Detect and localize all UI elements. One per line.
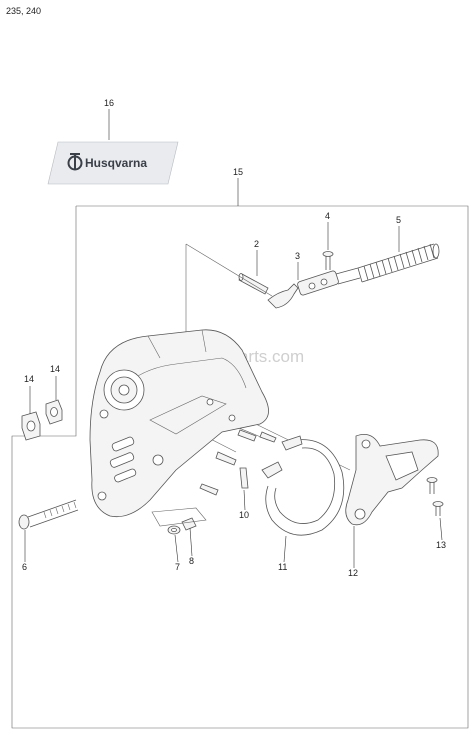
clutch-cover: [89, 329, 269, 518]
washer-7: [167, 525, 181, 535]
screw-4: [322, 251, 334, 270]
part-label-8[interactable]: 8: [189, 556, 194, 566]
part-label-11[interactable]: 11: [278, 562, 287, 572]
part-label-15[interactable]: 16: [104, 98, 114, 108]
part-label-14-left[interactable]: 14: [24, 374, 34, 384]
dowel-pins: [199, 429, 277, 496]
decal-brand-text: Husqvarna: [85, 156, 147, 170]
part-label-7[interactable]: 7: [175, 562, 180, 572]
brake-lever: [267, 267, 361, 309]
screws-13: [426, 477, 444, 516]
husqvarna-logo-icon: [67, 153, 83, 171]
part-label-10[interactable]: 10: [239, 510, 249, 520]
part-label-3[interactable]: 3: [295, 251, 300, 261]
part-label-4[interactable]: 4: [325, 211, 330, 221]
model-numbers: 235, 240: [6, 6, 41, 16]
spring: [357, 243, 440, 283]
leader-lines: [24, 109, 443, 568]
nut-8: [181, 517, 197, 531]
nut-left: [21, 411, 41, 441]
part-label-5[interactable]: 5: [396, 215, 401, 225]
part-label-2[interactable]: 2: [254, 239, 259, 249]
husqvarna-decal: Husqvarna: [47, 141, 179, 185]
bolt-6: [18, 499, 79, 530]
part-label-13[interactable]: 13: [436, 540, 446, 550]
nut-right: [45, 399, 63, 425]
part-label-6[interactable]: 6: [22, 562, 27, 572]
part-label-12[interactable]: 12: [348, 568, 358, 578]
pin-10: [239, 467, 249, 489]
brake-band: [261, 435, 345, 536]
part-label-14-right[interactable]: 14: [50, 364, 60, 374]
part-label-16[interactable]: 15: [233, 167, 243, 177]
brake-bracket: [345, 433, 439, 526]
